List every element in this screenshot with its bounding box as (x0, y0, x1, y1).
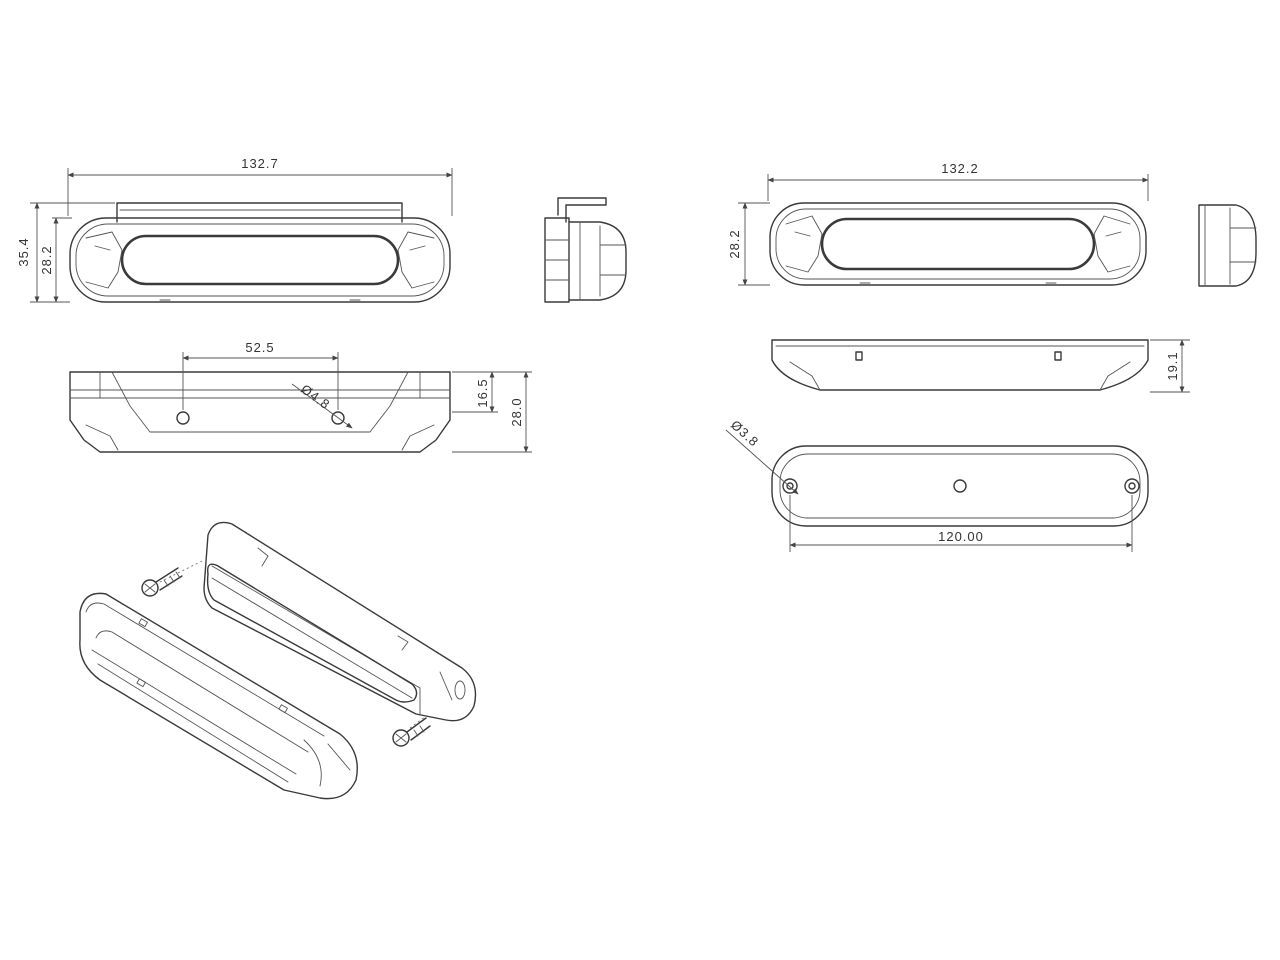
left-mount-hole-2 (331, 411, 345, 425)
right-hole-diameter-label: Ø3.8 (728, 417, 762, 450)
right-depth-label: 19.1 (1165, 351, 1180, 380)
right-height-label: 28.2 (727, 229, 742, 258)
left-depth-total-label: 28.0 (509, 397, 524, 426)
left-hole-spacing-label: 52.5 (245, 340, 274, 355)
left-depth-mid-label: 16.5 (475, 378, 490, 407)
left-hole-diameter-label: Ø4.8 (298, 381, 333, 412)
left-mount-hole-1 (176, 411, 190, 425)
right-back-view: Ø3.8 120.00 (725, 417, 1149, 552)
left-width-label: 132.7 (241, 156, 279, 171)
left-side-view (544, 197, 627, 303)
left-front-view: 132.7 35.4 28.2 (16, 156, 453, 303)
right-mount-hole-1 (782, 478, 798, 494)
left-bottom-view: 52.5 Ø4.8 16.5 28.0 (69, 340, 532, 453)
right-top-view: 19.1 (771, 339, 1190, 393)
right-hole-spacing-label: 120.00 (938, 529, 984, 544)
left-height-outer-label: 35.4 (16, 237, 31, 266)
isometric-view (79, 521, 477, 800)
right-mount-hole-2 (1124, 478, 1140, 494)
right-front-view: 132.2 28.2 (727, 161, 1149, 286)
right-side-view (1198, 204, 1257, 287)
left-height-inner-label: 28.2 (39, 245, 54, 274)
right-width-label: 132.2 (941, 161, 979, 176)
